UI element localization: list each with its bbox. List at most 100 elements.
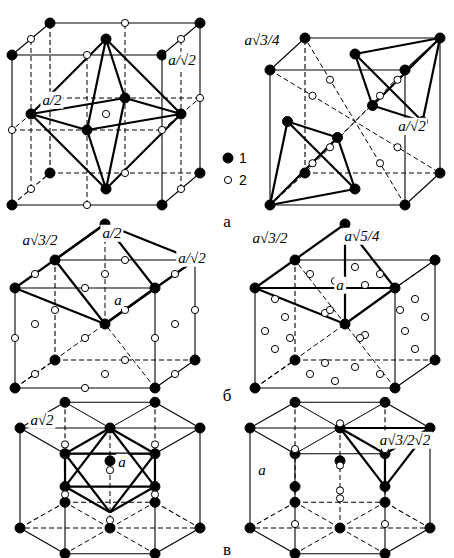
lattice-line bbox=[250, 502, 295, 528]
interstitial-site bbox=[309, 92, 316, 99]
atom bbox=[430, 355, 440, 365]
distance-label: a√2 bbox=[28, 412, 55, 429]
lattice-line bbox=[20, 528, 65, 554]
lattice-line bbox=[345, 288, 395, 324]
interstitial-site bbox=[321, 359, 328, 366]
lattice-line bbox=[110, 428, 111, 528]
distance-label: a/√2 bbox=[176, 250, 207, 267]
interstitial-site bbox=[121, 19, 128, 26]
lattice-line bbox=[295, 402, 340, 428]
atom bbox=[82, 125, 92, 135]
lattice-line bbox=[106, 39, 181, 114]
lattice-line bbox=[295, 528, 340, 554]
lattice-line bbox=[20, 528, 110, 529]
interstitial-site bbox=[356, 334, 363, 341]
atom bbox=[350, 184, 360, 194]
atom bbox=[190, 355, 200, 365]
lattice-line bbox=[255, 288, 345, 324]
interstitial-site bbox=[11, 334, 18, 341]
distance-label: a/2 bbox=[100, 225, 123, 242]
interstitial-site bbox=[121, 356, 128, 363]
lattice-line bbox=[305, 70, 405, 173]
distance-label: a bbox=[334, 277, 346, 294]
interstitial-site bbox=[394, 144, 401, 151]
atom bbox=[390, 283, 400, 293]
atom bbox=[60, 549, 70, 558]
interstitial-site bbox=[376, 160, 383, 167]
distance-label: a/2 bbox=[40, 92, 63, 109]
interstitial-site bbox=[83, 201, 90, 208]
lattice-line bbox=[270, 70, 440, 173]
lattice-line bbox=[106, 39, 125, 98]
lattice-line bbox=[155, 360, 195, 388]
interstitial-site bbox=[31, 270, 38, 277]
lattice-line bbox=[295, 553, 385, 554]
lattice-line bbox=[340, 428, 341, 528]
atom bbox=[245, 423, 255, 433]
lattice-line bbox=[105, 260, 195, 324]
lattice-line bbox=[255, 387, 395, 388]
interstitial-site bbox=[191, 306, 198, 313]
atom bbox=[45, 168, 55, 178]
atom bbox=[100, 319, 110, 329]
lattice-line bbox=[439, 38, 440, 173]
atom bbox=[265, 200, 275, 210]
legend-text: 2 bbox=[239, 172, 247, 188]
interstitial-site bbox=[306, 270, 313, 277]
lattice-line bbox=[110, 428, 155, 454]
lattice-line bbox=[155, 528, 200, 554]
lattice-line bbox=[288, 122, 356, 190]
atom bbox=[50, 255, 60, 265]
interstitial-site bbox=[361, 281, 368, 288]
distance-label: a√5/4 bbox=[343, 228, 382, 245]
lattice-line bbox=[404, 70, 405, 205]
lattice-line bbox=[340, 502, 385, 528]
lattice-line bbox=[20, 402, 65, 428]
lattice-line bbox=[270, 138, 338, 206]
interstitial-site bbox=[106, 467, 113, 474]
distance-label: a√3/2 bbox=[251, 230, 290, 247]
lattice-line bbox=[65, 428, 110, 454]
distance-label: a bbox=[256, 462, 268, 479]
lattice-line bbox=[19, 428, 20, 528]
interstitial-site bbox=[171, 320, 178, 327]
lattice-line bbox=[385, 402, 430, 428]
atom bbox=[150, 482, 160, 492]
lattice-line bbox=[395, 360, 435, 388]
interstitial-site bbox=[171, 370, 178, 377]
interstitial-site bbox=[306, 370, 313, 377]
legend-row: 2 bbox=[222, 172, 247, 188]
lattice-line bbox=[394, 288, 395, 388]
interstitial-site bbox=[401, 327, 408, 334]
atom bbox=[45, 18, 55, 28]
panel-letter: в bbox=[221, 541, 233, 558]
atom bbox=[10, 383, 20, 393]
distance-label: a√3/4 bbox=[243, 32, 282, 49]
interstitial-site bbox=[8, 126, 15, 133]
interstitial-site bbox=[51, 306, 58, 313]
interstitial-site bbox=[351, 363, 358, 370]
atom bbox=[150, 383, 160, 393]
atom bbox=[245, 523, 255, 533]
lattice-line bbox=[373, 38, 441, 106]
interstitial-site bbox=[61, 441, 68, 448]
lattice-line bbox=[110, 502, 155, 528]
atom bbox=[60, 449, 70, 459]
atom bbox=[335, 523, 345, 533]
atom bbox=[430, 255, 440, 265]
lattice-line bbox=[295, 502, 340, 528]
atom bbox=[10, 283, 20, 293]
interstitial-site bbox=[151, 491, 158, 498]
panel-letter: а bbox=[221, 213, 233, 232]
lattice-line bbox=[15, 224, 105, 288]
panel-letter: б bbox=[221, 387, 234, 406]
lattice-line bbox=[294, 260, 295, 360]
atom bbox=[150, 497, 160, 507]
atom bbox=[368, 101, 378, 111]
lattice-line bbox=[340, 427, 430, 429]
lattice-line bbox=[305, 172, 440, 173]
lattice-line bbox=[155, 428, 200, 454]
atom bbox=[290, 355, 300, 365]
atom bbox=[60, 397, 70, 407]
